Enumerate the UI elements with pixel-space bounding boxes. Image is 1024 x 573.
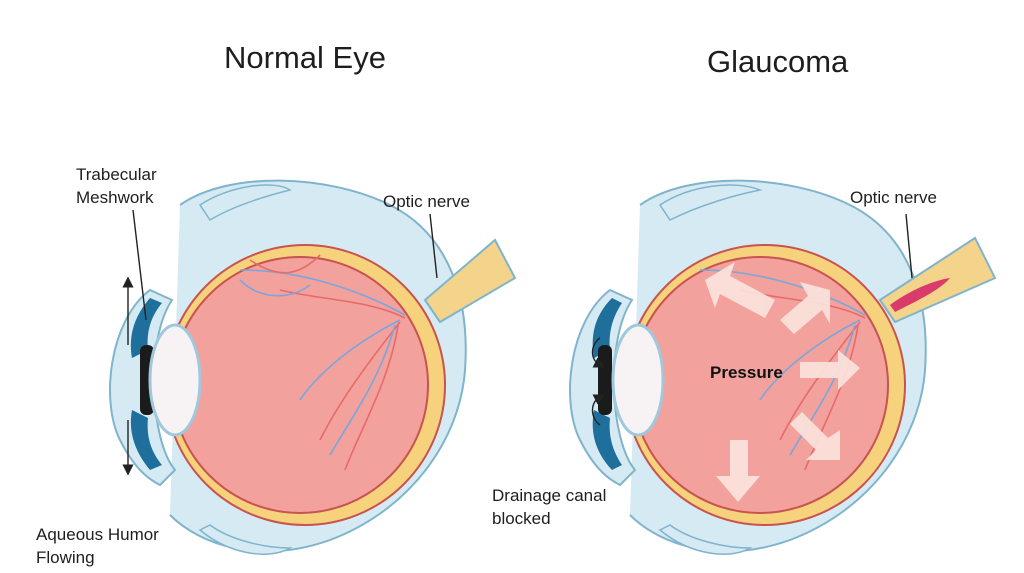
normal-iris-upper [130, 298, 162, 358]
pressure-arrow-upleft [705, 262, 775, 318]
normal-upper-lid [198, 184, 292, 222]
glaucoma-iris-lower [592, 410, 622, 470]
label-trabecular-meshwork: Trabecular Meshwork [76, 165, 157, 207]
normal-retina [171, 256, 429, 514]
title-glaucoma: Glaucoma [707, 44, 849, 79]
glaucoma-nerve-damage [890, 278, 950, 312]
label-drainage-canal: Drainage canal blocked [492, 486, 607, 528]
normal-eye [109, 179, 517, 555]
label-optic-nerve-glaucoma: Optic nerve [850, 188, 937, 207]
normal-lower-lid [198, 524, 293, 555]
glaucoma-lens [611, 323, 665, 437]
pressure-arrow-upright [780, 282, 830, 334]
pressure-arrow-downright [790, 412, 840, 460]
normal-iris-lower [130, 410, 162, 470]
label-optic-nerve-normal: Optic nerve [383, 192, 470, 211]
glaucoma-upper-lid [658, 184, 763, 221]
pressure-arrow-right [800, 350, 860, 390]
label-pressure: Pressure [710, 363, 783, 382]
pressure-arrows [705, 262, 860, 502]
normal-optic-nerve [423, 238, 517, 324]
label-aqueous-humor: Aqueous Humor Flowing [36, 525, 159, 567]
glaucoma-lower-lid [658, 524, 753, 555]
glaucoma-eye [569, 179, 997, 555]
pressure-arrow-down [716, 440, 760, 502]
normal-lens [148, 323, 202, 437]
glaucoma-pupil [598, 345, 612, 415]
glaucoma-iris-upper [592, 298, 622, 358]
title-normal-eye: Normal Eye [224, 40, 386, 75]
